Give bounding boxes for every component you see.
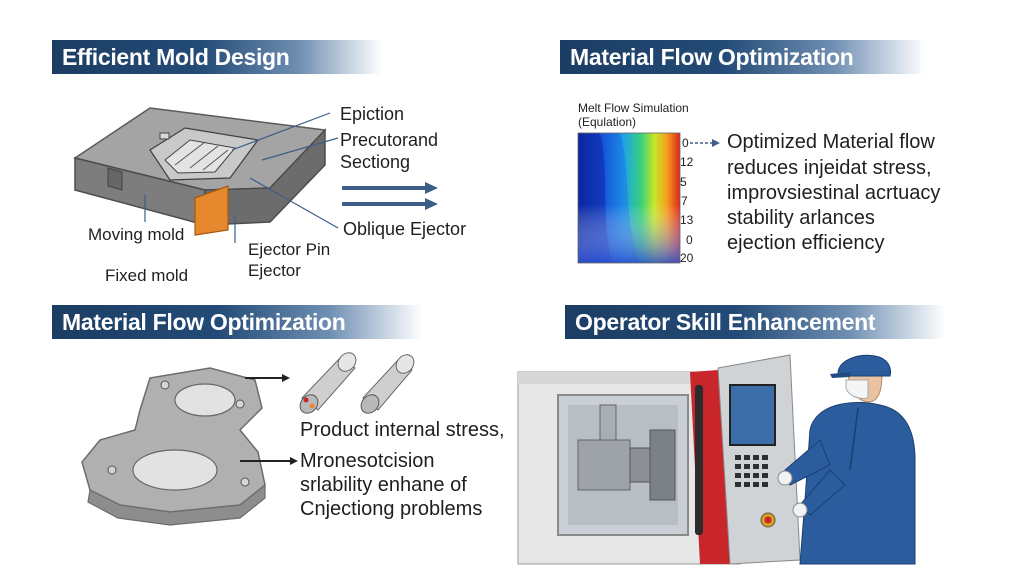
label-fixed-mold: Fixed mold [105,266,189,285]
flow-top-desc-line4: stability arlances [727,207,875,229]
sim-title-line2: (Equlation) [578,115,637,129]
sim-title-line1: Melt Flow Simulation [578,101,689,115]
control-keypad [735,455,768,487]
scale-tick-5: 0 [686,233,693,247]
flow-bottom-desc-line2: srlability enhane of [300,474,467,496]
flow-bottom-desc-line3: Cnjectiong problems [300,498,483,520]
flow-bottom-desc-line1: Mronesotcision [300,450,435,472]
scale-tick-2: 5 [680,175,687,189]
flow-top-desc-line1: Optimized Material flow [727,131,935,153]
flow-bottom-banner: Material Flow Optimization [52,305,422,339]
mold-orange-insert [194,185,229,236]
label-ejector-pin-line2: Ejector [248,261,301,280]
leader-ejection [231,112,331,151]
sample-cylinders [299,352,415,414]
flow-arrows [342,182,438,210]
label-moving-mold: Moving mold [88,225,185,244]
part-hole-bottom [132,449,218,491]
scale-tick-4: 13 [680,213,694,227]
flow-top-desc-line3: improvsiestinal acrtuacy [727,182,941,204]
operator-figure [777,354,916,565]
label-precutor-line1: Precutorand [340,130,439,150]
operator-title: Operator Skill Enhancement [575,309,876,335]
mold-core [164,139,236,174]
leader-oblique [249,177,339,229]
flow-bottom-desc-top: Product internal stress, [300,419,505,441]
scale-tick-0: 0 [682,136,689,150]
operator-cap [837,354,891,377]
mold-design-title: Efficient Mold Design [62,44,290,70]
flow-top-title: Material Flow Optimization [570,44,854,70]
label-precutor-line2: Sectiong [340,152,411,172]
part-hole-top [174,383,236,417]
flow-bottom-title: Material Flow Optimization [62,309,346,335]
operator-banner: Operator Skill Enhancement [565,305,945,339]
flow-top-desc-line5: ejection efficiency [727,232,885,254]
flow-top-desc-line2: reduces injeidat stress, [727,157,932,179]
scale-tick-3: 7 [681,194,688,208]
flow-top-banner: Material Flow Optimization [560,40,925,74]
mold-design-banner: Efficient Mold Design [52,40,382,74]
label-ejector-pin-line1: Ejector Pin [248,240,331,259]
label-ejection: Epiction [340,104,405,124]
scale-tick-1: 12 [680,155,694,169]
scale-tick-6: 20 [680,251,694,265]
leader-precutor [261,137,339,161]
control-screen [729,384,776,446]
label-oblique: Oblique Ejector [343,219,467,239]
